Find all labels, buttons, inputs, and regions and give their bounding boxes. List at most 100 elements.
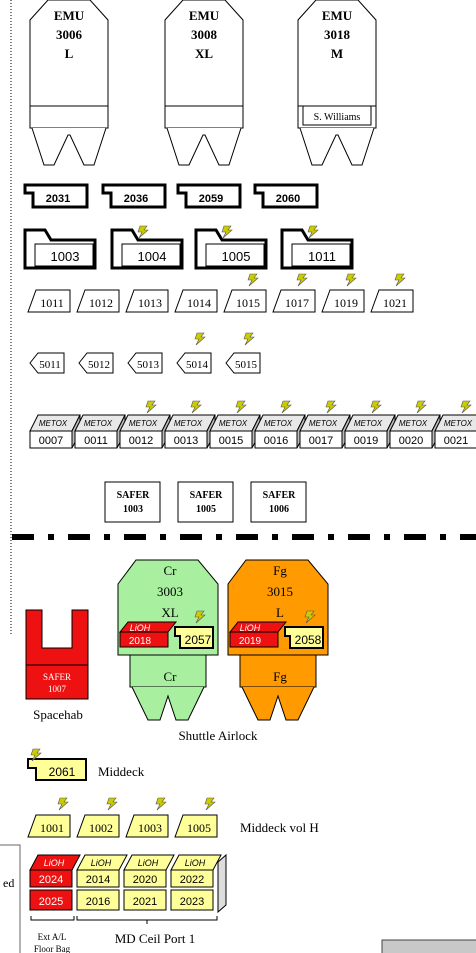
bolt-shape bbox=[345, 273, 357, 287]
metox-item: METOX 0021 bbox=[434, 414, 476, 449]
battery-label: 1011 bbox=[40, 296, 64, 310]
lioh-front bbox=[119, 631, 169, 648]
spacehab-safer-title: SAFER bbox=[43, 672, 71, 682]
suit-label-1: Fg bbox=[273, 563, 287, 578]
emu-label-3: XL bbox=[195, 46, 213, 61]
vol-h-shape bbox=[27, 814, 71, 838]
emu-label-1: EMU bbox=[322, 8, 353, 23]
ceiling-front bbox=[29, 869, 73, 888]
bolt-icon bbox=[394, 273, 406, 287]
safer-id: 1005 bbox=[196, 504, 216, 515]
tag-small: 2059 bbox=[176, 183, 242, 209]
spacehab-safer-bottom bbox=[25, 664, 89, 700]
battery-shape bbox=[125, 289, 169, 313]
tag-large-inner bbox=[34, 243, 94, 267]
ceiling-type-label: LiOH bbox=[91, 858, 112, 868]
helmet-light-shape bbox=[225, 352, 261, 374]
ceiling-front bbox=[76, 869, 120, 888]
metox-label: 0019 bbox=[354, 435, 378, 447]
safer-rect bbox=[250, 481, 307, 523]
battery-shape bbox=[174, 289, 218, 313]
spacehab-safer-top bbox=[25, 609, 89, 666]
helmet-light-label: 5014 bbox=[186, 359, 209, 371]
helmet-light-shape bbox=[29, 352, 65, 374]
emu-legs bbox=[166, 127, 242, 166]
middeck-tag: 2061 bbox=[27, 758, 87, 781]
bolt-shape bbox=[460, 400, 472, 414]
bracket-right bbox=[76, 916, 218, 924]
battery-item: 1014 bbox=[174, 289, 218, 313]
ceiling-bottom-front bbox=[170, 889, 214, 911]
battery-shape bbox=[223, 289, 267, 313]
battery-item: 1015 bbox=[223, 289, 267, 313]
tag-small-label: 2036 bbox=[124, 193, 148, 205]
bolt-icon bbox=[194, 610, 206, 624]
helmet-light-shape bbox=[78, 352, 114, 374]
battery-label: 1012 bbox=[89, 296, 113, 310]
tag-large: 1004 bbox=[110, 228, 184, 270]
bolt-icon bbox=[415, 400, 427, 414]
suit-lower-label: Cr bbox=[164, 669, 178, 684]
safer-title: SAFER bbox=[190, 490, 224, 501]
suit-label-2: 3015 bbox=[267, 584, 293, 599]
bolt-icon bbox=[30, 748, 42, 762]
bolt-shape bbox=[155, 797, 167, 811]
metox-type-label: METOX bbox=[219, 419, 248, 428]
metox-label: 0007 bbox=[39, 435, 63, 447]
emu-waist bbox=[29, 105, 109, 129]
ceiling-lioh-bottom: 2021 bbox=[123, 889, 167, 911]
cut-text: ed bbox=[3, 876, 14, 890]
bolt-icon bbox=[235, 400, 247, 414]
metox-label: 0020 bbox=[399, 435, 423, 447]
ceiling-bottom-front bbox=[29, 889, 73, 911]
bolt-icon bbox=[345, 273, 357, 287]
bolt-shape bbox=[137, 225, 149, 239]
vol-h-item: 1002 bbox=[76, 814, 120, 838]
ceiling-bottom-label: 2025 bbox=[39, 896, 63, 908]
emu-waist bbox=[164, 105, 244, 129]
emu-label-2: 3006 bbox=[56, 27, 83, 42]
metox-type-label: METOX bbox=[84, 419, 113, 428]
metox-type-label: METOX bbox=[264, 419, 293, 428]
bolt-icon bbox=[304, 610, 316, 624]
metox-front bbox=[119, 430, 163, 449]
battery-label: 1017 bbox=[285, 296, 309, 310]
battery-label: 1019 bbox=[334, 296, 358, 310]
safer-title: SAFER bbox=[117, 490, 151, 501]
helmet-light-item: 5015 bbox=[225, 352, 261, 374]
bolt-shape bbox=[247, 273, 259, 287]
tag-large-label: 1003 bbox=[51, 249, 80, 264]
middeck-tag-label: 2061 bbox=[49, 765, 76, 779]
battery-item: 1011 bbox=[27, 289, 71, 313]
tag-small-shape bbox=[23, 183, 89, 209]
tag-large-label: 1005 bbox=[222, 249, 251, 264]
lioh-type-label: LiOH bbox=[240, 623, 261, 633]
tag-small-shape bbox=[176, 183, 242, 209]
helmet-light-label: 5011 bbox=[39, 359, 61, 371]
metox-type-label: METOX bbox=[444, 419, 473, 428]
emu-label-3: L bbox=[65, 46, 74, 61]
helmet-light-label: 5015 bbox=[235, 359, 258, 371]
suit-label-3: XL bbox=[161, 605, 178, 620]
lioh-type-label: LiOH bbox=[130, 623, 151, 633]
suit-legs bbox=[241, 686, 315, 721]
metox-type-label: METOX bbox=[309, 419, 338, 428]
bolt-icon bbox=[307, 225, 319, 239]
bolt-shape bbox=[221, 225, 233, 239]
tag-small: 2060 bbox=[253, 183, 319, 209]
spacehab-safer-id: 1007 bbox=[48, 684, 67, 694]
lioh-label: 2019 bbox=[239, 636, 262, 647]
safer-box: SAFER 1005 bbox=[177, 481, 234, 523]
vol-h-item: 1003 bbox=[125, 814, 169, 838]
metox-label: 0013 bbox=[174, 435, 198, 447]
helmet-light-item: 5011 bbox=[29, 352, 65, 374]
metox-label: 0021 bbox=[444, 435, 468, 447]
emu-legs bbox=[299, 127, 375, 166]
tag-large-inner bbox=[291, 243, 351, 267]
